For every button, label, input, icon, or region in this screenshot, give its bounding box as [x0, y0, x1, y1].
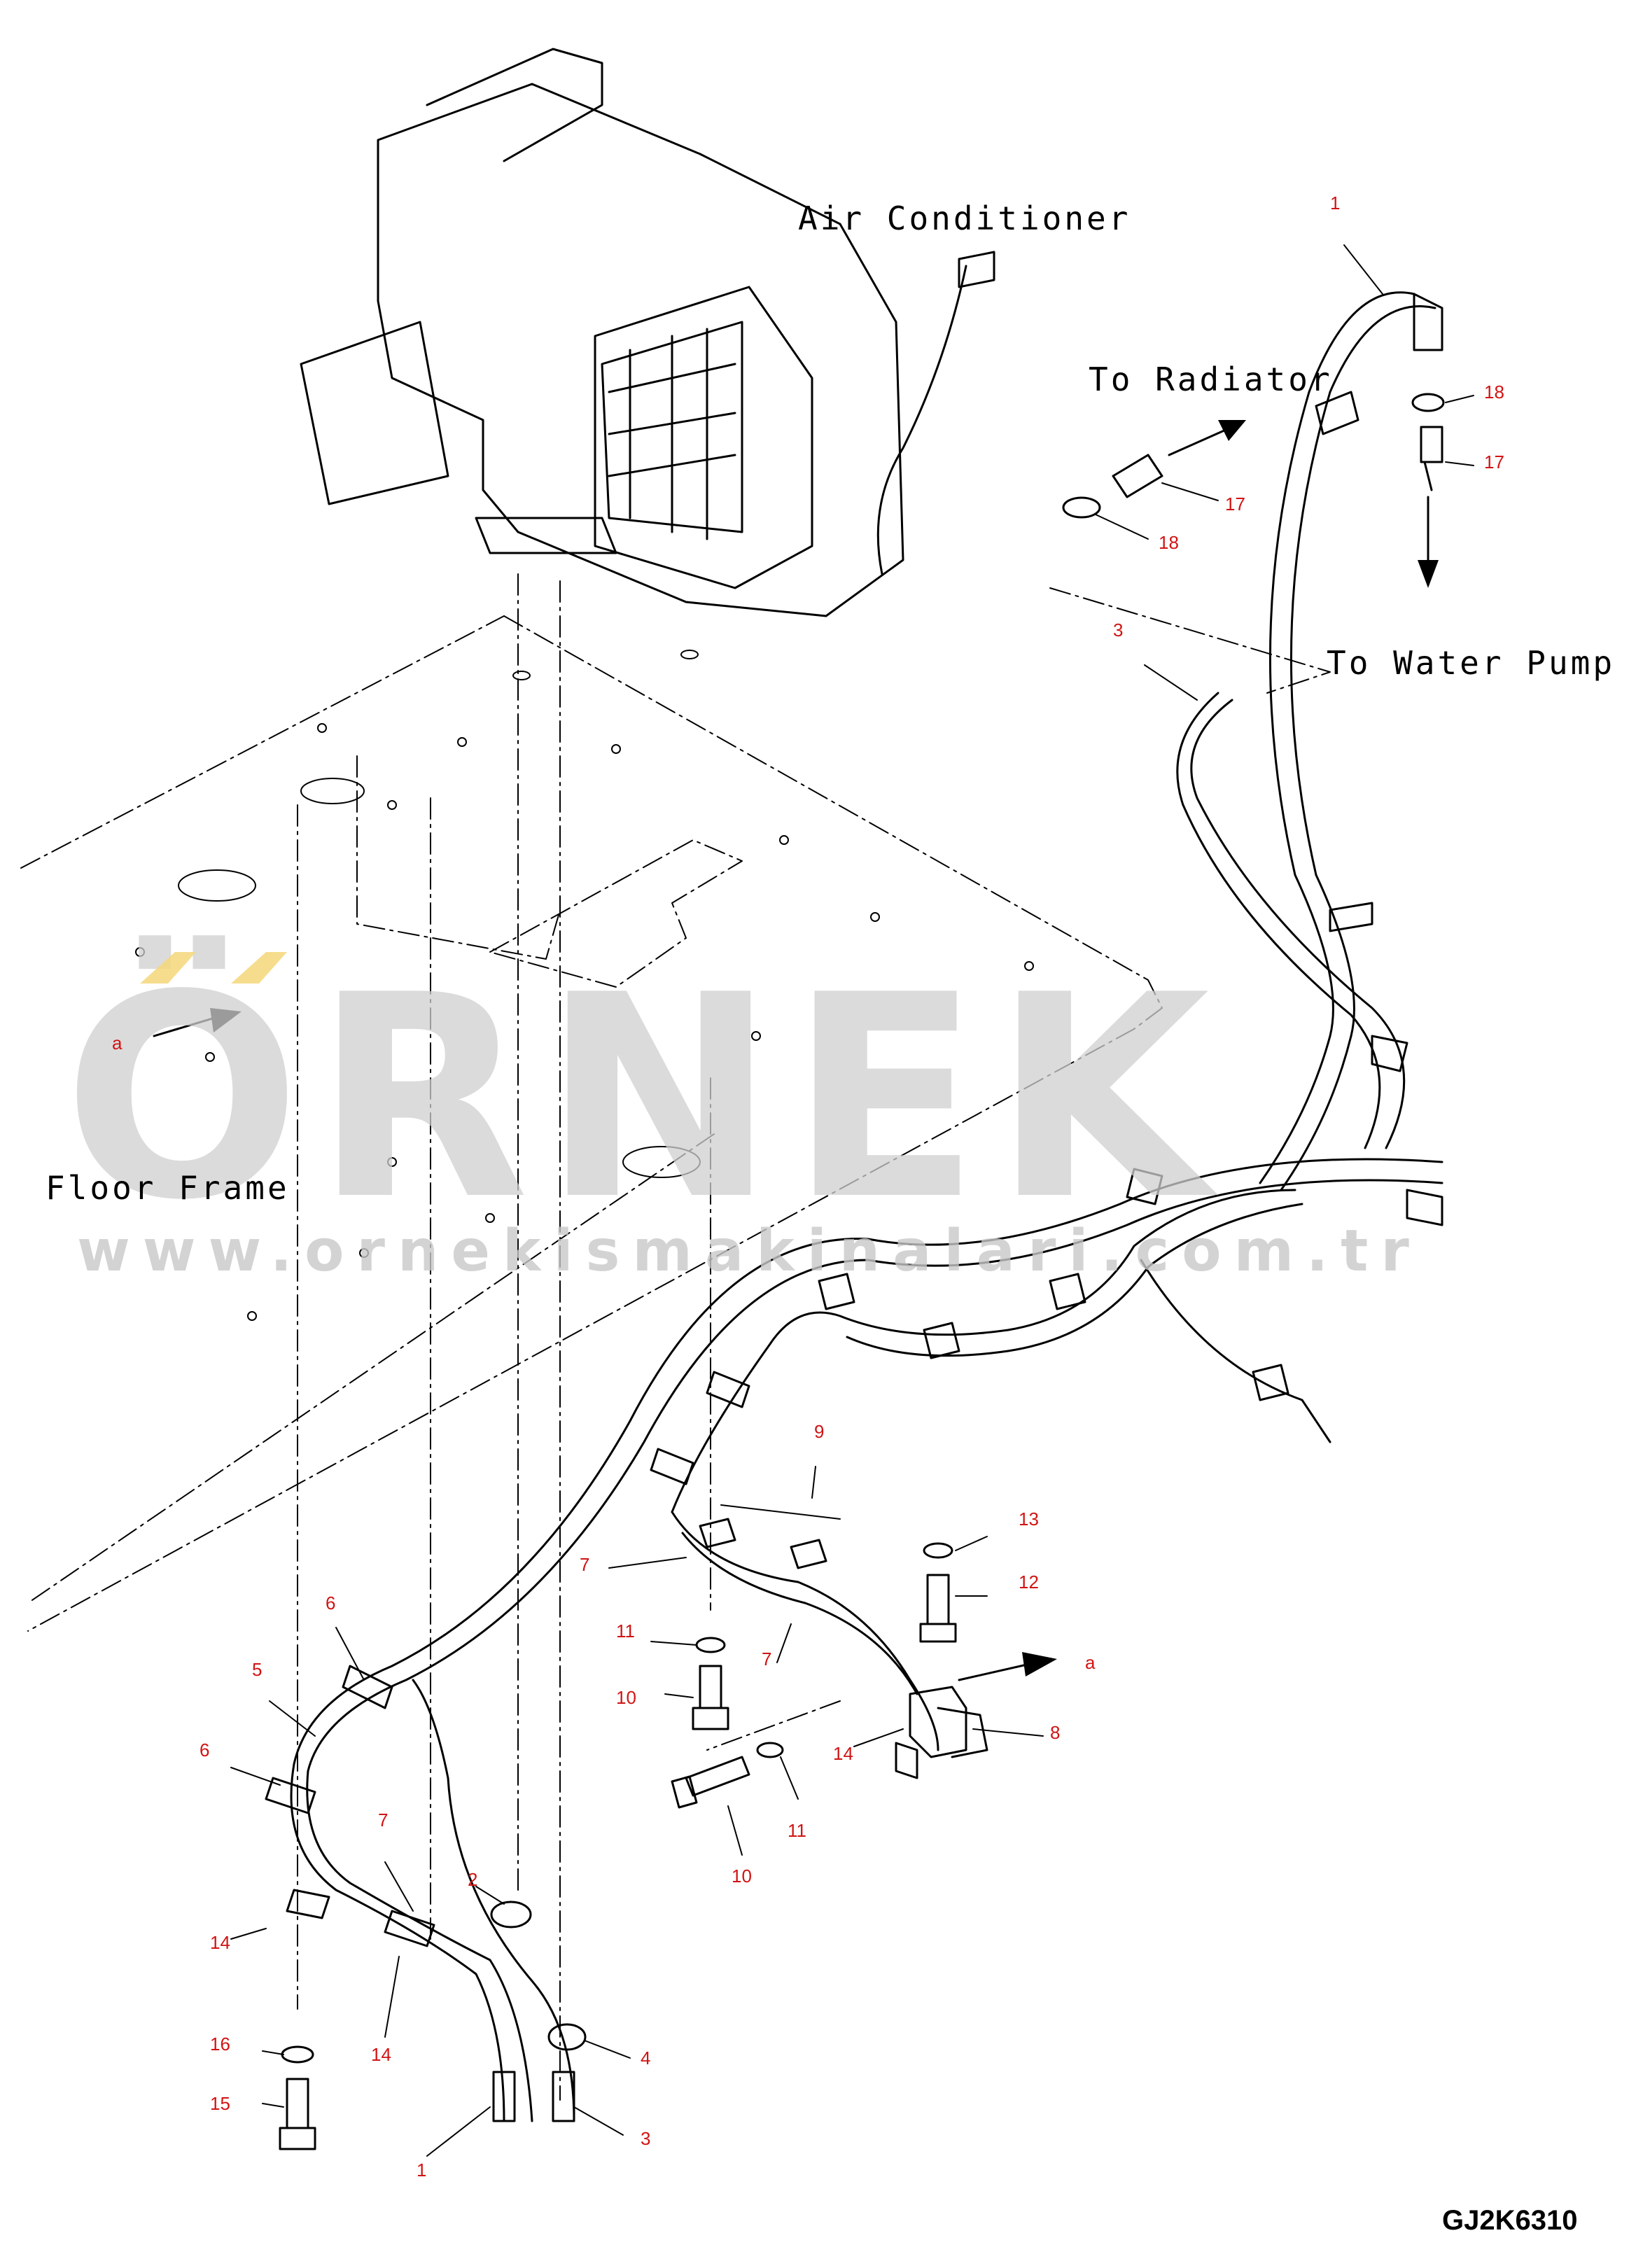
- callout-label: 10: [616, 1687, 636, 1708]
- callout-label: a: [112, 1032, 123, 1054]
- callout-label: 7: [580, 1554, 590, 1575]
- main-hoses: [290, 1158, 1443, 2122]
- arrowheads: [210, 420, 1439, 1676]
- floor-frame-outline: [20, 615, 1163, 1632]
- callout-label: 3: [1113, 620, 1124, 640]
- watermark-url: www.ornekismakinalari.com.tr: [77, 1218, 1422, 1284]
- callout-label: 1: [1330, 192, 1341, 214]
- callout-label: 14: [833, 1743, 853, 1764]
- diagram-code: GJ2K6310: [1442, 2205, 1578, 2236]
- callout-label: 8: [1050, 1722, 1061, 1743]
- assembly-lines: [297, 573, 1331, 2101]
- callout-label: 7: [762, 1648, 772, 1670]
- callout-label: 1: [417, 2160, 427, 2180]
- hose-clamps: [265, 391, 1443, 1947]
- watermark-brand: ÖRNEK: [63, 936, 1223, 1261]
- callout-label: 13: [1019, 1508, 1039, 1530]
- callout-label: 6: [326, 1592, 336, 1614]
- callout-label: 14: [371, 2044, 391, 2065]
- callout-label: 17: [1484, 451, 1504, 472]
- label-to-radiator: To Radiator: [1089, 360, 1333, 398]
- callout-label: 5: [252, 1659, 263, 1680]
- callout-label: 11: [788, 1820, 806, 1841]
- leader-lines: [230, 244, 1474, 2157]
- callout-label: 3: [641, 2128, 651, 2149]
- callout-label: 10: [732, 1865, 752, 1886]
- floor-frame-holes: [135, 650, 1034, 1321]
- valve-assembly: [895, 1686, 988, 1779]
- callout-label: 14: [210, 1932, 230, 1953]
- callout-label: 2: [468, 1869, 478, 1890]
- callout-label: 18: [1159, 532, 1179, 553]
- right-hoses: [1176, 291, 1443, 1191]
- small-parts: [279, 393, 1445, 2150]
- callout-label: 11: [616, 1620, 635, 1642]
- callout-label: a: [1085, 1652, 1096, 1673]
- label-floor-frame: Floor Frame: [46, 1169, 290, 1207]
- air-conditioner-unit: [300, 48, 995, 617]
- callout-label: 9: [814, 1421, 825, 1442]
- callout-label: 12: [1019, 1572, 1039, 1592]
- callout-label: 16: [210, 2033, 230, 2054]
- callout-label: 6: [200, 1740, 210, 1760]
- callout-label: 17: [1225, 493, 1245, 514]
- label-to-water-pump: To Water Pump: [1327, 644, 1616, 682]
- callout-label: 15: [210, 2093, 230, 2114]
- callout-label: 7: [378, 1809, 389, 1830]
- label-air-conditioner: Air Conditioner: [798, 200, 1131, 237]
- callout-label: 18: [1484, 382, 1504, 402]
- callout-label: 4: [641, 2047, 651, 2068]
